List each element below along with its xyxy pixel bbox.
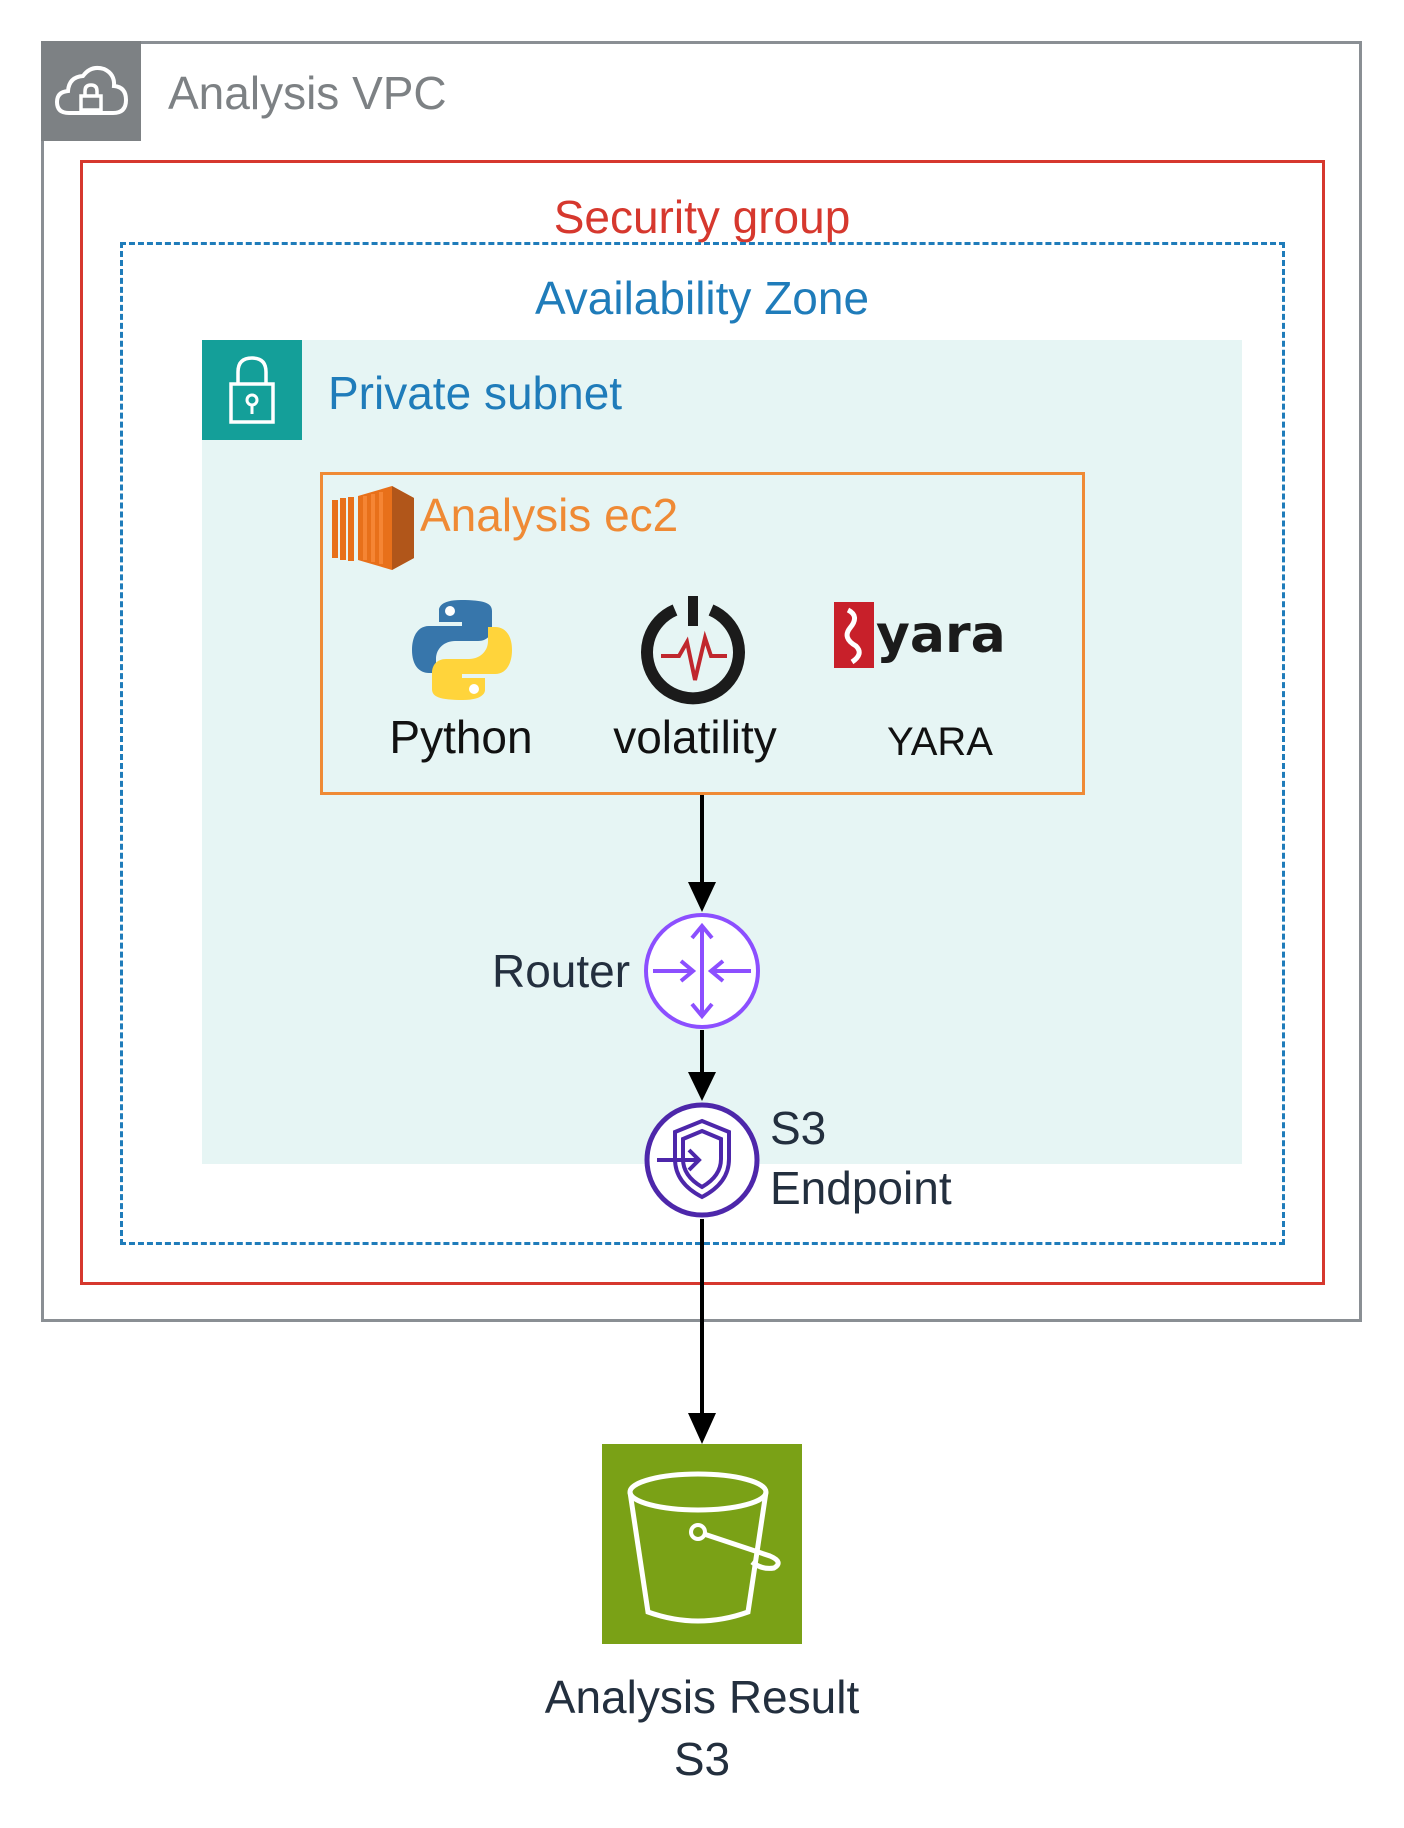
- yara-logo-icon: yara: [834, 598, 1036, 672]
- endpoint-icon: [643, 1101, 761, 1219]
- ec2-instance-icon: [330, 486, 416, 572]
- s3-endpoint-label-line1: S3: [770, 1102, 827, 1154]
- bucket-icon: [602, 1444, 802, 1644]
- yara-label: YARA: [887, 720, 993, 764]
- volatility-label: volatility: [613, 711, 777, 763]
- private-subnet-title: Private subnet: [328, 367, 623, 419]
- yara-logo-text: yara: [876, 605, 1006, 665]
- ec2-title: Analysis ec2: [420, 489, 679, 541]
- router-icon: [643, 912, 761, 1030]
- arrow-endpoint-to-bucket: [688, 1219, 716, 1444]
- ec2-instance-box: [320, 472, 1085, 795]
- availability-zone-title: Availability Zone: [534, 272, 870, 324]
- vpc-title: Analysis VPC: [168, 67, 447, 119]
- arrow-ec2-to-router: [688, 795, 716, 912]
- s3-endpoint-label-line2: Endpoint: [770, 1162, 952, 1214]
- volatility-logo-icon: [637, 594, 749, 706]
- python-label: Python: [389, 711, 533, 763]
- private-subnet: [202, 340, 1242, 1164]
- arrow-router-to-endpoint: [688, 1030, 716, 1101]
- python-logo-icon: [408, 596, 516, 704]
- cloud-lock-icon: [41, 41, 141, 141]
- router-label: Router: [492, 945, 631, 997]
- s3-bucket-label-line1: Analysis Result: [544, 1671, 860, 1723]
- padlock-icon: [202, 340, 302, 440]
- security-group-title: Security group: [553, 191, 851, 243]
- s3-bucket-label: Analysis Result S3: [402, 1666, 1002, 1790]
- s3-endpoint-label: S3 Endpoint: [770, 1098, 952, 1218]
- s3-bucket-label-line2: S3: [673, 1733, 731, 1785]
